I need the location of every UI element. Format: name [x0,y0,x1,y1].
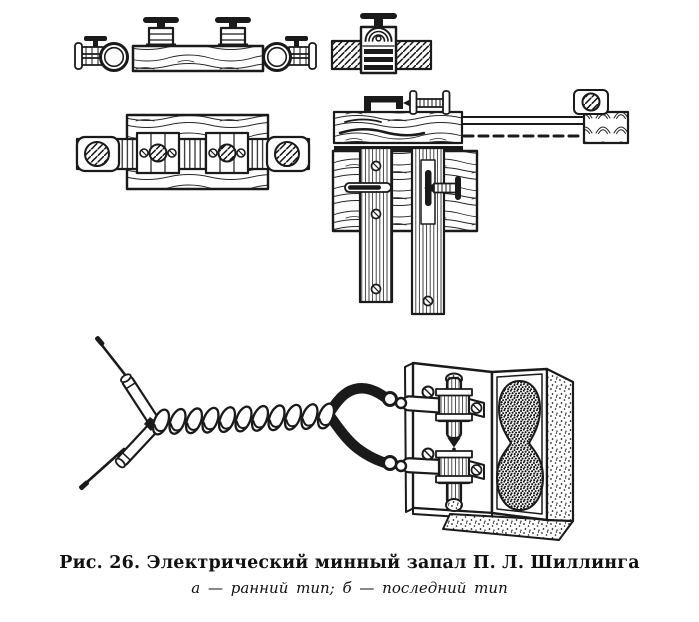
hook-slot [344,182,392,193]
side-block-left [330,39,363,71]
wire-eyelet-upper [382,391,408,410]
late-type-plan-view [331,146,479,316]
early-type-side-view [74,17,317,73]
mounting-ring-left [99,42,129,72]
knob [581,92,601,112]
clamp-lower [400,447,485,485]
powder-recess [496,380,544,511]
slat-left [358,146,394,304]
end-knob-left [84,141,110,167]
clamp-plate-right [204,131,250,175]
terminal-post-left [143,17,179,49]
mounting-ring-right [262,42,292,72]
wooden-beam [131,44,265,73]
clamp-screw [403,90,451,115]
screw-slot [420,159,461,225]
twisted-wire-pair [79,336,392,491]
wooden-plank [332,110,464,145]
end-grain-block [582,110,630,145]
late-type-side-view [332,89,630,151]
hook [364,96,403,112]
slide-strip [461,116,585,125]
figure-caption-subtitle: а — ранний тип; б — последний тип [191,579,508,597]
end-knob-right [274,141,300,167]
case-lid [490,367,549,522]
wire-eyelet-lower [382,455,408,473]
side-block-right [394,39,433,71]
early-type-end-view [330,13,433,75]
clamp-upper [400,385,485,423]
clamp-plate-left [135,131,181,175]
figure-caption-title: Рис. 26. Электрический минный запал П. Л… [59,553,640,573]
outer-cover [545,367,575,523]
assembled-fuse-perspective [79,336,575,541]
early-type-plan-view [75,113,311,191]
terminal-post-right [215,17,251,49]
